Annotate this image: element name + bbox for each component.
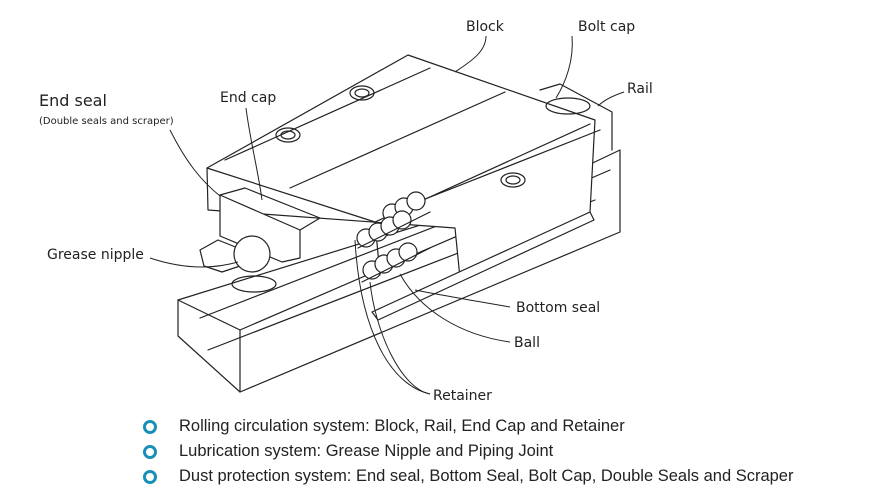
linear-guide-diagram: Block Bolt cap Rail End seal (Double sea… bbox=[39, 19, 653, 404]
legend-item: Rolling circulation system: Block, Rail,… bbox=[143, 414, 863, 439]
label-end-seal-note: (Double seals and scraper) bbox=[39, 116, 174, 127]
legend-text: Rolling circulation system: Block, Rail,… bbox=[179, 417, 625, 435]
label-retainer: Retainer bbox=[433, 388, 492, 404]
grease-nipple-part bbox=[199, 235, 277, 293]
legend-text: Dust protection system: End seal, Bottom… bbox=[179, 467, 794, 485]
legend-item: Dust protection system: End seal, Bottom… bbox=[143, 464, 863, 489]
balls-and-retainer bbox=[356, 191, 431, 283]
label-bolt-cap: Bolt cap bbox=[578, 19, 635, 35]
label-block: Block bbox=[466, 19, 505, 35]
label-end-seal: End seal bbox=[39, 91, 107, 110]
ring-bullet-icon bbox=[143, 444, 157, 459]
label-bottom-seal: Bottom seal bbox=[516, 300, 600, 316]
label-grease-nipple: Grease nipple bbox=[47, 247, 144, 263]
label-ball: Ball bbox=[514, 335, 540, 351]
label-end-cap: End cap bbox=[220, 90, 276, 106]
legend-text: Lubrication system: Grease Nipple and Pi… bbox=[179, 442, 554, 460]
ring-bullet-icon bbox=[143, 469, 157, 484]
label-rail: Rail bbox=[627, 81, 653, 97]
ring-bullet-icon bbox=[143, 419, 157, 434]
bottom-seal-part bbox=[371, 211, 595, 321]
end-cap bbox=[219, 187, 321, 263]
legend-list: Rolling circulation system: Block, Rail,… bbox=[143, 414, 863, 489]
legend-item: Lubrication system: Grease Nipple and Pi… bbox=[143, 439, 863, 464]
bolt-cap bbox=[545, 97, 591, 115]
leader-lines bbox=[149, 35, 625, 395]
